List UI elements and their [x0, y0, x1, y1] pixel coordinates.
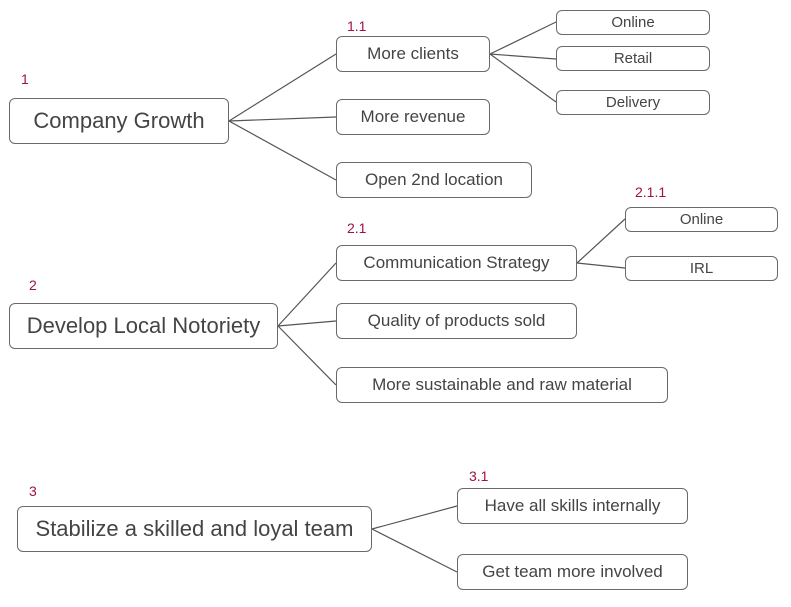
connector: [489, 53, 557, 103]
node-company-growth[interactable]: Company Growth: [9, 98, 229, 144]
node-online[interactable]: Online: [625, 207, 778, 232]
connector: [277, 325, 337, 386]
node-get-team-involved[interactable]: Get team more involved: [457, 554, 688, 590]
node-open-2nd-location[interactable]: Open 2nd location: [336, 162, 532, 198]
node-number-3: 3: [29, 483, 37, 499]
node-stabilize-team[interactable]: Stabilize a skilled and loyal team: [17, 506, 372, 552]
node-develop-local-notoriety[interactable]: Develop Local Notoriety: [9, 303, 278, 349]
node-number-2: 2: [29, 277, 37, 293]
node-online[interactable]: Online: [556, 10, 710, 35]
connector: [489, 21, 557, 55]
node-irl[interactable]: IRL: [625, 256, 778, 281]
node-number-3-1: 3.1: [469, 468, 489, 484]
connector: [277, 262, 337, 327]
connector: [228, 53, 337, 122]
node-sustainable-raw-material[interactable]: More sustainable and raw material: [336, 367, 668, 403]
node-more-revenue[interactable]: More revenue: [336, 99, 490, 135]
node-communication-strategy[interactable]: Communication Strategy: [336, 245, 577, 281]
connector: [489, 53, 557, 60]
connector: [371, 528, 458, 573]
connector: [228, 120, 337, 181]
node-number-1-1: 1.1: [347, 18, 367, 34]
connector: [576, 262, 626, 269]
connector: [277, 320, 337, 327]
node-number-2-1: 2.1: [347, 220, 367, 236]
node-quality-of-products[interactable]: Quality of products sold: [336, 303, 577, 339]
node-retail[interactable]: Retail: [556, 46, 710, 71]
connector: [576, 218, 626, 264]
node-number-2-1-1: 2.1.1: [635, 184, 667, 200]
node-more-clients[interactable]: More clients: [336, 36, 490, 72]
connector: [371, 505, 458, 530]
node-number-1: 1: [21, 71, 29, 87]
node-delivery[interactable]: Delivery: [556, 90, 710, 115]
node-have-all-skills[interactable]: Have all skills internally: [457, 488, 688, 524]
connector: [228, 116, 337, 122]
